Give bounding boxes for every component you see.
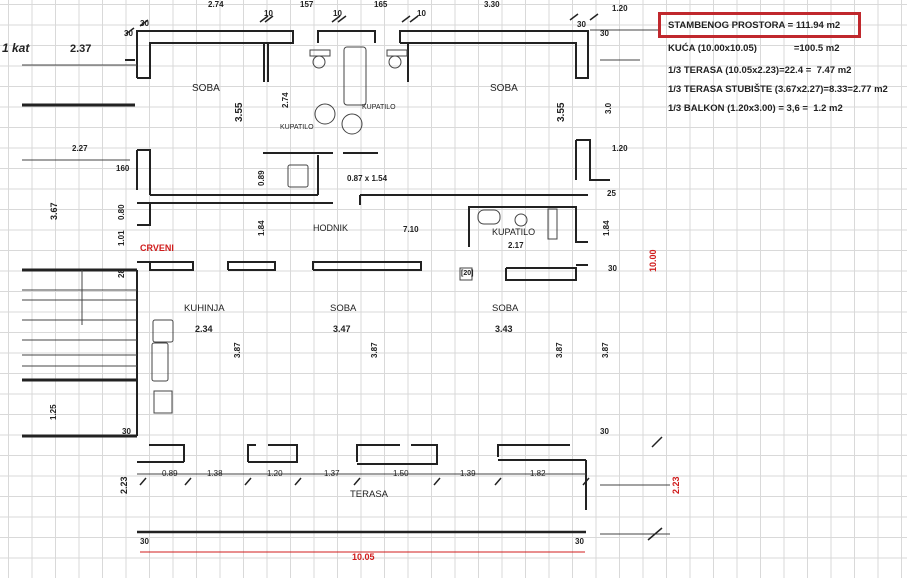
dimension-label: 1.84	[257, 220, 266, 236]
dimension-label: 3.87	[233, 342, 242, 358]
dimension-label: 1.38	[207, 469, 223, 478]
dimension-label: 1.25	[49, 404, 58, 420]
dimension-label: 30	[608, 264, 617, 273]
dimension-label: 3.0	[604, 102, 613, 114]
dimension-label: 30	[122, 427, 131, 436]
dimension-label: 28	[117, 269, 126, 278]
highlight-box	[658, 12, 861, 38]
dimension-label: 1.84	[602, 220, 611, 236]
dimension-label: 2.74	[208, 0, 224, 9]
total-width-label: 10.05	[352, 552, 375, 562]
summary-line: 1/3 TERASA (10.05x2.23)=22.4 = 7.47 m2	[668, 65, 852, 76]
dimension-label: 2.17	[508, 241, 524, 250]
dimension-label: 0.87 x 1.54	[347, 174, 388, 183]
summary-line: KUĆA (10.00x10.05) =100.5 m2	[668, 43, 840, 54]
dimension-label: 1.82	[530, 469, 546, 478]
room-label-hodnik: HODNIK	[313, 223, 349, 233]
room-label-soba: SOBA	[192, 83, 220, 94]
room-label-crveni: CRVENI	[140, 243, 174, 253]
dimension-label: 10	[333, 9, 342, 18]
dimension-label: 165	[374, 0, 388, 9]
dimension-label: 2.23	[119, 476, 129, 494]
summary-line: 1/3 BALKON (1.20x3.00) = 3,6 = 1.2 m2	[668, 103, 843, 114]
dimension-label: 3.87	[370, 342, 379, 358]
dimension-label: 30	[600, 427, 609, 436]
room-label-kupatilo: KUPATILO	[492, 227, 536, 237]
room-label-soba: SOBA	[492, 303, 519, 314]
dimension-label: 3.43	[495, 324, 513, 334]
dimension-label: 30	[577, 20, 586, 29]
dimension-label: 3.55	[234, 102, 245, 122]
floor-label: 1 kat	[2, 41, 30, 55]
total-depth-label: 10.00	[648, 249, 658, 272]
dimension-label: 10	[417, 9, 426, 18]
dimension-label: 3.87	[555, 342, 564, 358]
dimension-label: 3.47	[333, 324, 351, 334]
dimension-label: 30	[575, 537, 584, 546]
dimension-label: 10	[264, 9, 273, 18]
dimension-label: 0.80	[117, 204, 126, 220]
dimension-label: 1.20	[267, 469, 283, 478]
dimension-label: 157	[300, 0, 314, 9]
dimension-label: 1.01	[117, 230, 126, 246]
dimension-label: 2.74	[281, 92, 290, 108]
dimension-label: 2.27	[72, 144, 88, 153]
dimension-label: 0.89	[257, 170, 266, 186]
dimension-label: 7.10	[403, 225, 419, 234]
room-label-kupatilo: KUPATILO	[280, 124, 314, 131]
terrace-depth-label: 2.23	[671, 476, 681, 494]
dimension-label: 1.20	[612, 144, 628, 153]
dimension-label: 30	[600, 29, 609, 38]
dimension-label: 1.39	[460, 469, 476, 478]
dimension-label: 0.89	[162, 469, 178, 478]
summary-line: 1/3 TERASA STUBIŠTE (3.67x2.27)=8.33=2.7…	[668, 84, 888, 95]
dimension-label: 2.37	[70, 43, 92, 55]
dimension-label: 30	[140, 537, 149, 546]
dimension-label: 3.87	[601, 342, 610, 358]
dimension-label: 3.30	[484, 0, 500, 9]
dimension-label: 30	[124, 29, 133, 38]
room-label-soba: SOBA	[490, 83, 518, 94]
room-label-kupatilo: KUPATILO	[362, 104, 396, 111]
dimension-label: 1.50	[393, 469, 409, 478]
dimension-label: [20]	[461, 270, 474, 277]
dimension-label: 30	[140, 19, 149, 28]
dimension-label: 3.55	[556, 102, 567, 122]
dimension-label: 1.37	[324, 469, 340, 478]
dimension-label: 3.67	[49, 202, 59, 220]
dimension-label: 25	[607, 189, 616, 198]
room-label-soba: SOBA	[330, 303, 357, 314]
summary-total: STAMBENOG PROSTORA = 111.94 m2	[668, 20, 841, 31]
dimension-label: 1.20	[612, 4, 628, 13]
dimension-label: 160	[116, 164, 130, 173]
dimension-label: 2.34	[195, 324, 213, 334]
room-label-terasa: TERASA	[350, 489, 389, 500]
room-label-kuhinja: KUHINJA	[184, 303, 225, 314]
